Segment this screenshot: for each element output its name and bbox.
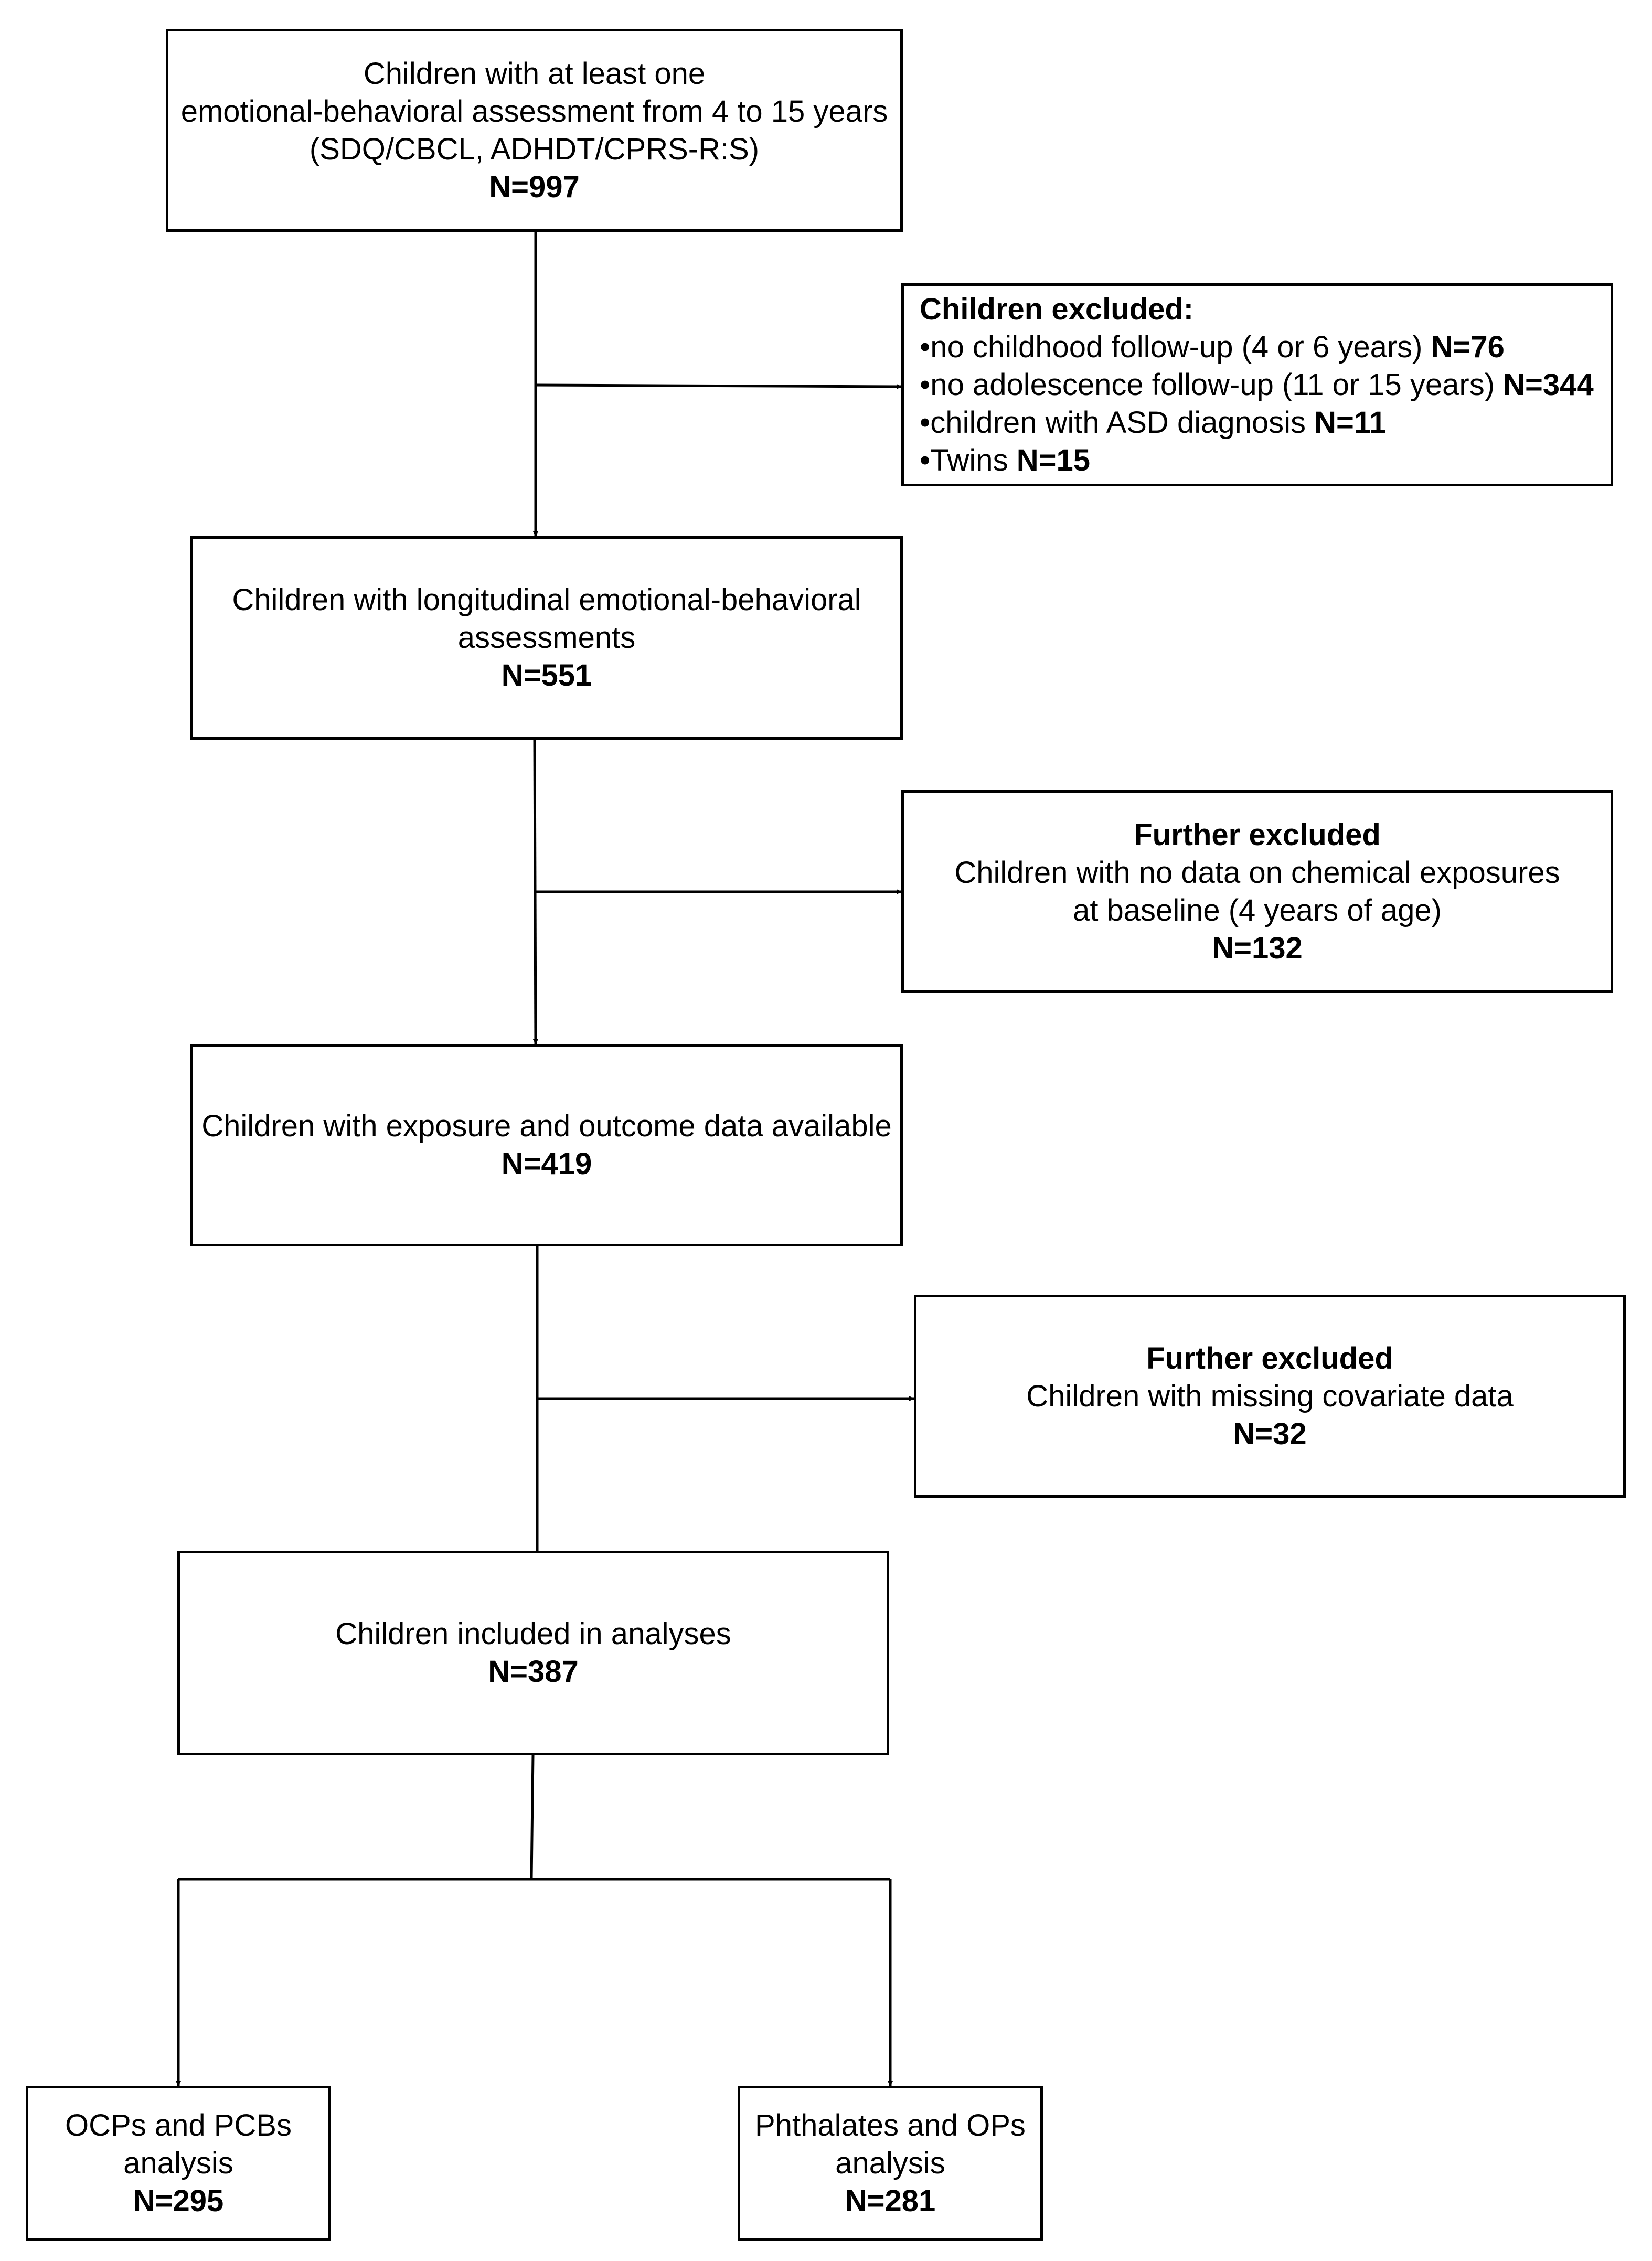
exclusion1-item-text: •children with ASD diagnosis	[920, 405, 1315, 440]
phthalates-op-count: N=281	[845, 2183, 936, 2218]
ocp-pcb-line-1: OCPs and PCBs	[65, 2108, 292, 2142]
exclusion1-item-count: N=76	[1431, 329, 1505, 364]
exclusion1-heading: Children excluded:	[920, 292, 1194, 326]
longitudinal-line-1: Children with longitudinal emotional-beh…	[232, 583, 861, 617]
exposure-outcome-count: N=419	[501, 1147, 592, 1181]
phthalates-op-box: Phthalates and OPs analysis N=281	[738, 2086, 1043, 2241]
exposure-outcome-box: Children with exposure and outcome data …	[190, 1044, 903, 1246]
exclusion2-count: N=132	[1212, 931, 1303, 965]
connector-included-down	[530, 1755, 535, 1880]
exclusion3-count: N=32	[1233, 1416, 1307, 1451]
included-line-1: Children included in analyses	[335, 1617, 731, 1651]
start-line-3: (SDQ/CBCL, ADHDT/CPRS-R:S)	[309, 132, 760, 166]
exclusion1-box: Children excluded: •no childhood follow-…	[901, 283, 1613, 486]
phthalates-op-line-2: analysis	[835, 2146, 945, 2180]
start-count: N=997	[489, 169, 580, 204]
exclusion1-item-text: •no adolescence follow-up (11 or 15 year…	[920, 367, 1504, 402]
exclusion2-line-1: Children with no data on chemical exposu…	[954, 855, 1560, 890]
included-box: Children included in analyses N=387	[177, 1551, 889, 1755]
exclusion2-box: Further excluded Children with no data o…	[901, 790, 1613, 993]
exclusion1-item-count: N=344	[1503, 367, 1594, 402]
exclusion1-item: •children with ASD diagnosis N=11	[920, 404, 1386, 442]
ocp-pcb-box: OCPs and PCBs analysis N=295	[26, 2086, 331, 2241]
exclusion1-item-text: •no childhood follow-up (4 or 6 years)	[920, 329, 1431, 364]
longitudinal-count: N=551	[501, 658, 592, 692]
exclusion1-item: •Twins N=15	[920, 442, 1090, 479]
exclusion3-box: Further excluded Children with missing c…	[914, 1295, 1626, 1498]
phthalates-op-line-1: Phthalates and OPs	[755, 2108, 1026, 2142]
exclusion1-item-count: N=15	[1016, 443, 1090, 477]
ocp-pcb-count: N=295	[133, 2183, 224, 2218]
exclusion1-item-count: N=11	[1314, 405, 1387, 440]
exposure-outcome-line-1: Children with exposure and outcome data …	[201, 1109, 892, 1143]
longitudinal-line-2: assessments	[457, 621, 636, 655]
exclusion2-heading: Further excluded	[1134, 817, 1381, 852]
start-box: Children with at least one emotional-beh…	[166, 29, 903, 232]
exclusion1-item-text: •Twins	[920, 443, 1017, 477]
connector-longitudinal-to-exposure	[532, 739, 538, 1044]
start-line-1: Children with at least one	[363, 56, 706, 91]
exclusion3-line-1: Children with missing covariate data	[1026, 1379, 1514, 1413]
longitudinal-box: Children with longitudinal emotional-beh…	[190, 536, 903, 740]
exclusion2-line-2: at baseline (4 years of age)	[1073, 893, 1442, 927]
start-line-2: emotional-behavioral assessment from 4 t…	[180, 94, 888, 129]
included-count: N=387	[488, 1655, 579, 1689]
exclusion1-item: •no adolescence follow-up (11 or 15 year…	[920, 366, 1594, 404]
exclusion3-heading: Further excluded	[1146, 1341, 1393, 1375]
arrow-to-exclusion1	[535, 383, 902, 389]
ocp-pcb-line-2: analysis	[123, 2146, 233, 2180]
exclusion1-item: •no childhood follow-up (4 or 6 years) N…	[920, 328, 1505, 366]
